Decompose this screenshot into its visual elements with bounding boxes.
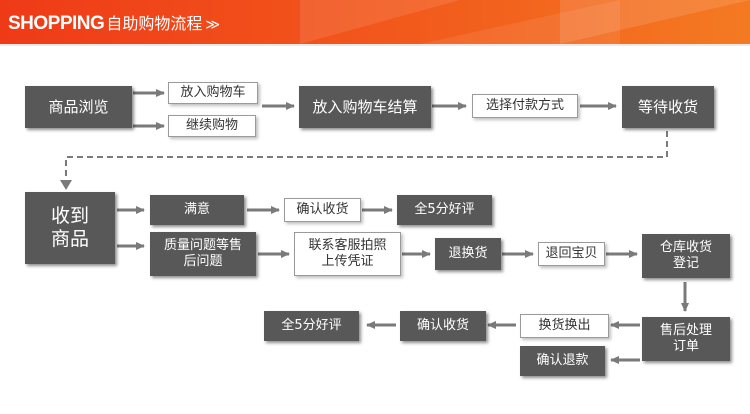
- node-label-line2: 订单: [672, 339, 699, 354]
- node-label-line1: 售后处理: [659, 322, 712, 338]
- node-label: 确认收货: [416, 317, 469, 333]
- banner-facet: [560, 0, 750, 44]
- header-divider: [0, 44, 750, 46]
- node-continue-shopping: 继续购物: [168, 115, 256, 137]
- node-label: 放入购物车: [180, 84, 246, 100]
- node-five-star-review-1: 全5分好评: [397, 195, 492, 225]
- double-chevron-icon: ≫: [205, 17, 220, 33]
- node-label-line1: 仓库收货: [659, 239, 712, 255]
- node-warehouse-register: 仓库收货 登记: [642, 234, 730, 278]
- node-label-line2: 上传凭证: [321, 254, 374, 269]
- node-send-back: 退回宝贝: [538, 242, 605, 266]
- node-label: 等待收货: [637, 97, 698, 116]
- node-checkout: 放入购物车结算: [299, 86, 431, 128]
- node-label-line2: 登记: [672, 256, 699, 271]
- node-aftersale-order: 售后处理 订单: [642, 317, 730, 361]
- node-exchange-out: 换货换出: [520, 314, 609, 338]
- node-received: 收到 商品: [25, 192, 115, 264]
- node-label: 商品浏览: [48, 97, 109, 116]
- banner-facet: [420, 0, 620, 44]
- node-label: 全5分好评: [414, 201, 475, 217]
- node-label: 退回宝贝: [545, 245, 598, 261]
- node-label: 满意: [183, 201, 210, 217]
- node-label: 选择付款方式: [485, 97, 564, 113]
- node-label: 确认收货: [296, 201, 349, 217]
- node-satisfied: 满意: [150, 195, 244, 225]
- node-confirm-receipt-1: 确认收货: [284, 198, 361, 222]
- node-confirm-receipt-2: 确认收货: [400, 311, 486, 341]
- title-cn: 自助购物流程: [106, 14, 203, 33]
- node-quality-issue: 质量问题等售 后问题: [150, 232, 256, 276]
- node-payment-method: 选择付款方式: [472, 94, 578, 118]
- node-add-cart: 放入购物车: [168, 82, 258, 104]
- node-browse: 商品浏览: [25, 86, 132, 128]
- arrows: [117, 89, 689, 364]
- node-label: 放入购物车结算: [312, 97, 418, 116]
- node-contact-support: 联系客服拍照 上传凭证: [294, 232, 401, 276]
- node-label-line2: 商品: [50, 228, 89, 250]
- title-en: SHOPPING: [8, 13, 105, 34]
- node-label-line1: 联系客服拍照: [308, 237, 387, 253]
- node-five-star-review-2: 全5分好评: [264, 311, 359, 341]
- node-label-line2: 后问题: [183, 254, 223, 269]
- node-label-line1: 收到: [50, 205, 89, 228]
- node-return-exchange: 退换货: [435, 238, 501, 270]
- node-label: 换货换出: [538, 317, 591, 333]
- node-label: 全5分好评: [281, 317, 342, 333]
- node-confirm-refund: 确认退款: [520, 346, 605, 376]
- node-label: 退换货: [448, 245, 488, 261]
- banner-facet: [300, 0, 460, 44]
- node-label-line1: 质量问题等售: [163, 237, 242, 253]
- dashed-return-path: [60, 131, 668, 190]
- node-wait-delivery: 等待收货: [622, 86, 714, 128]
- node-label: 确认退款: [536, 352, 589, 368]
- node-label: 继续购物: [185, 117, 238, 133]
